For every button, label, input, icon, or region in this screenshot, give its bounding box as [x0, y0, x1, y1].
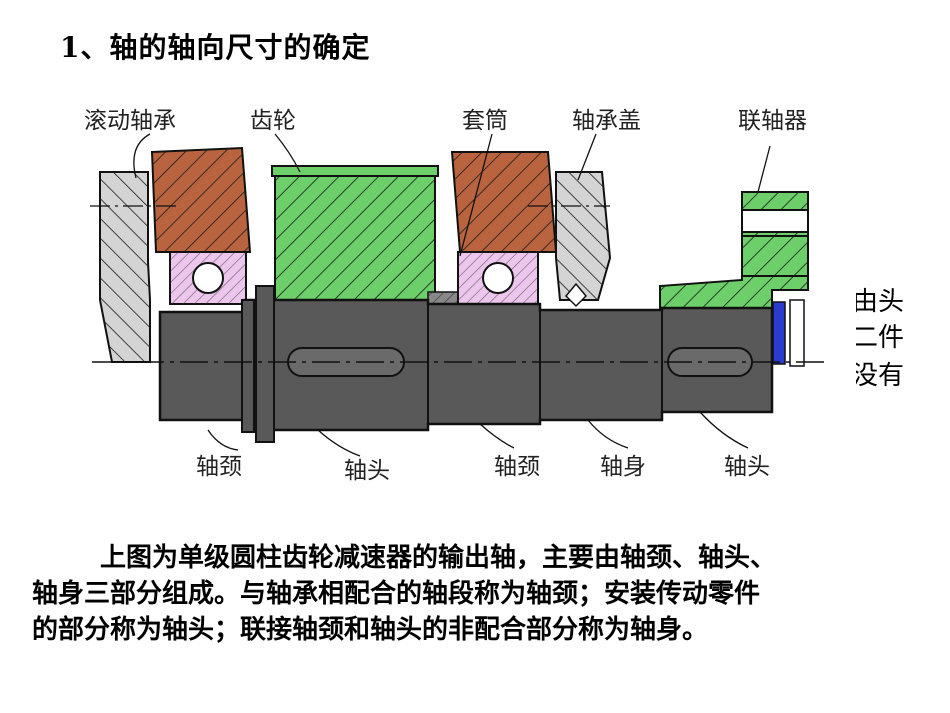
label-sleeve: 套筒 — [462, 108, 508, 134]
label-coupling: 联轴器 — [738, 108, 807, 134]
paragraph-line-3: 的部分称为轴头；联接轴颈和轴头的非配合部分称为轴身。 — [32, 615, 709, 645]
left-housing — [150, 146, 252, 253]
leader-lines — [133, 133, 771, 457]
label-journal-right: 轴颈 — [494, 454, 540, 480]
description-paragraph: 上图为单级圆柱齿轮减速器的输出轴，主要由轴颈、轴头、 轴身三部分组成。与轴承相配… — [32, 540, 922, 648]
gear — [271, 165, 439, 301]
left-bearing-cover — [99, 171, 151, 363]
left-rolling-bearing — [169, 251, 247, 305]
label-rolling-bearing: 滚动轴承 — [84, 108, 176, 134]
label-head-right: 轴头 — [724, 454, 770, 480]
label-journal-left: 轴颈 — [196, 454, 242, 480]
paragraph-line-2: 轴身三部分组成。与轴承相配合的轴段称为轴颈；安装传动零件 — [32, 579, 761, 609]
side-fragment-1: 由头 — [852, 287, 904, 317]
label-body: 轴身 — [600, 454, 646, 480]
side-mask — [830, 282, 856, 394]
right-bearing-cover — [555, 171, 612, 308]
shaft-assembly-diagram: 滚动轴承 齿轮 套筒 轴承盖 联轴器 轴颈 轴头 轴颈 轴身 轴头 由头 二件 … — [84, 108, 904, 484]
seal — [772, 299, 805, 367]
label-bearing-cover: 轴承盖 — [572, 108, 641, 134]
sleeve — [427, 291, 459, 305]
page-title: 1、轴的轴向尺寸的确定 — [60, 31, 371, 64]
paragraph-line-1: 上图为单级圆柱齿轮减速器的输出轴，主要由轴颈、轴头、 — [100, 543, 777, 573]
side-fragment-2: 二件 — [852, 323, 904, 353]
coupling — [659, 191, 809, 309]
right-rolling-bearing — [457, 251, 539, 305]
label-head-left: 轴头 — [344, 458, 390, 484]
right-housing — [450, 151, 558, 253]
shaft — [158, 285, 774, 443]
side-fragment-3: 没有 — [852, 361, 904, 391]
label-gear: 齿轮 — [250, 108, 296, 134]
